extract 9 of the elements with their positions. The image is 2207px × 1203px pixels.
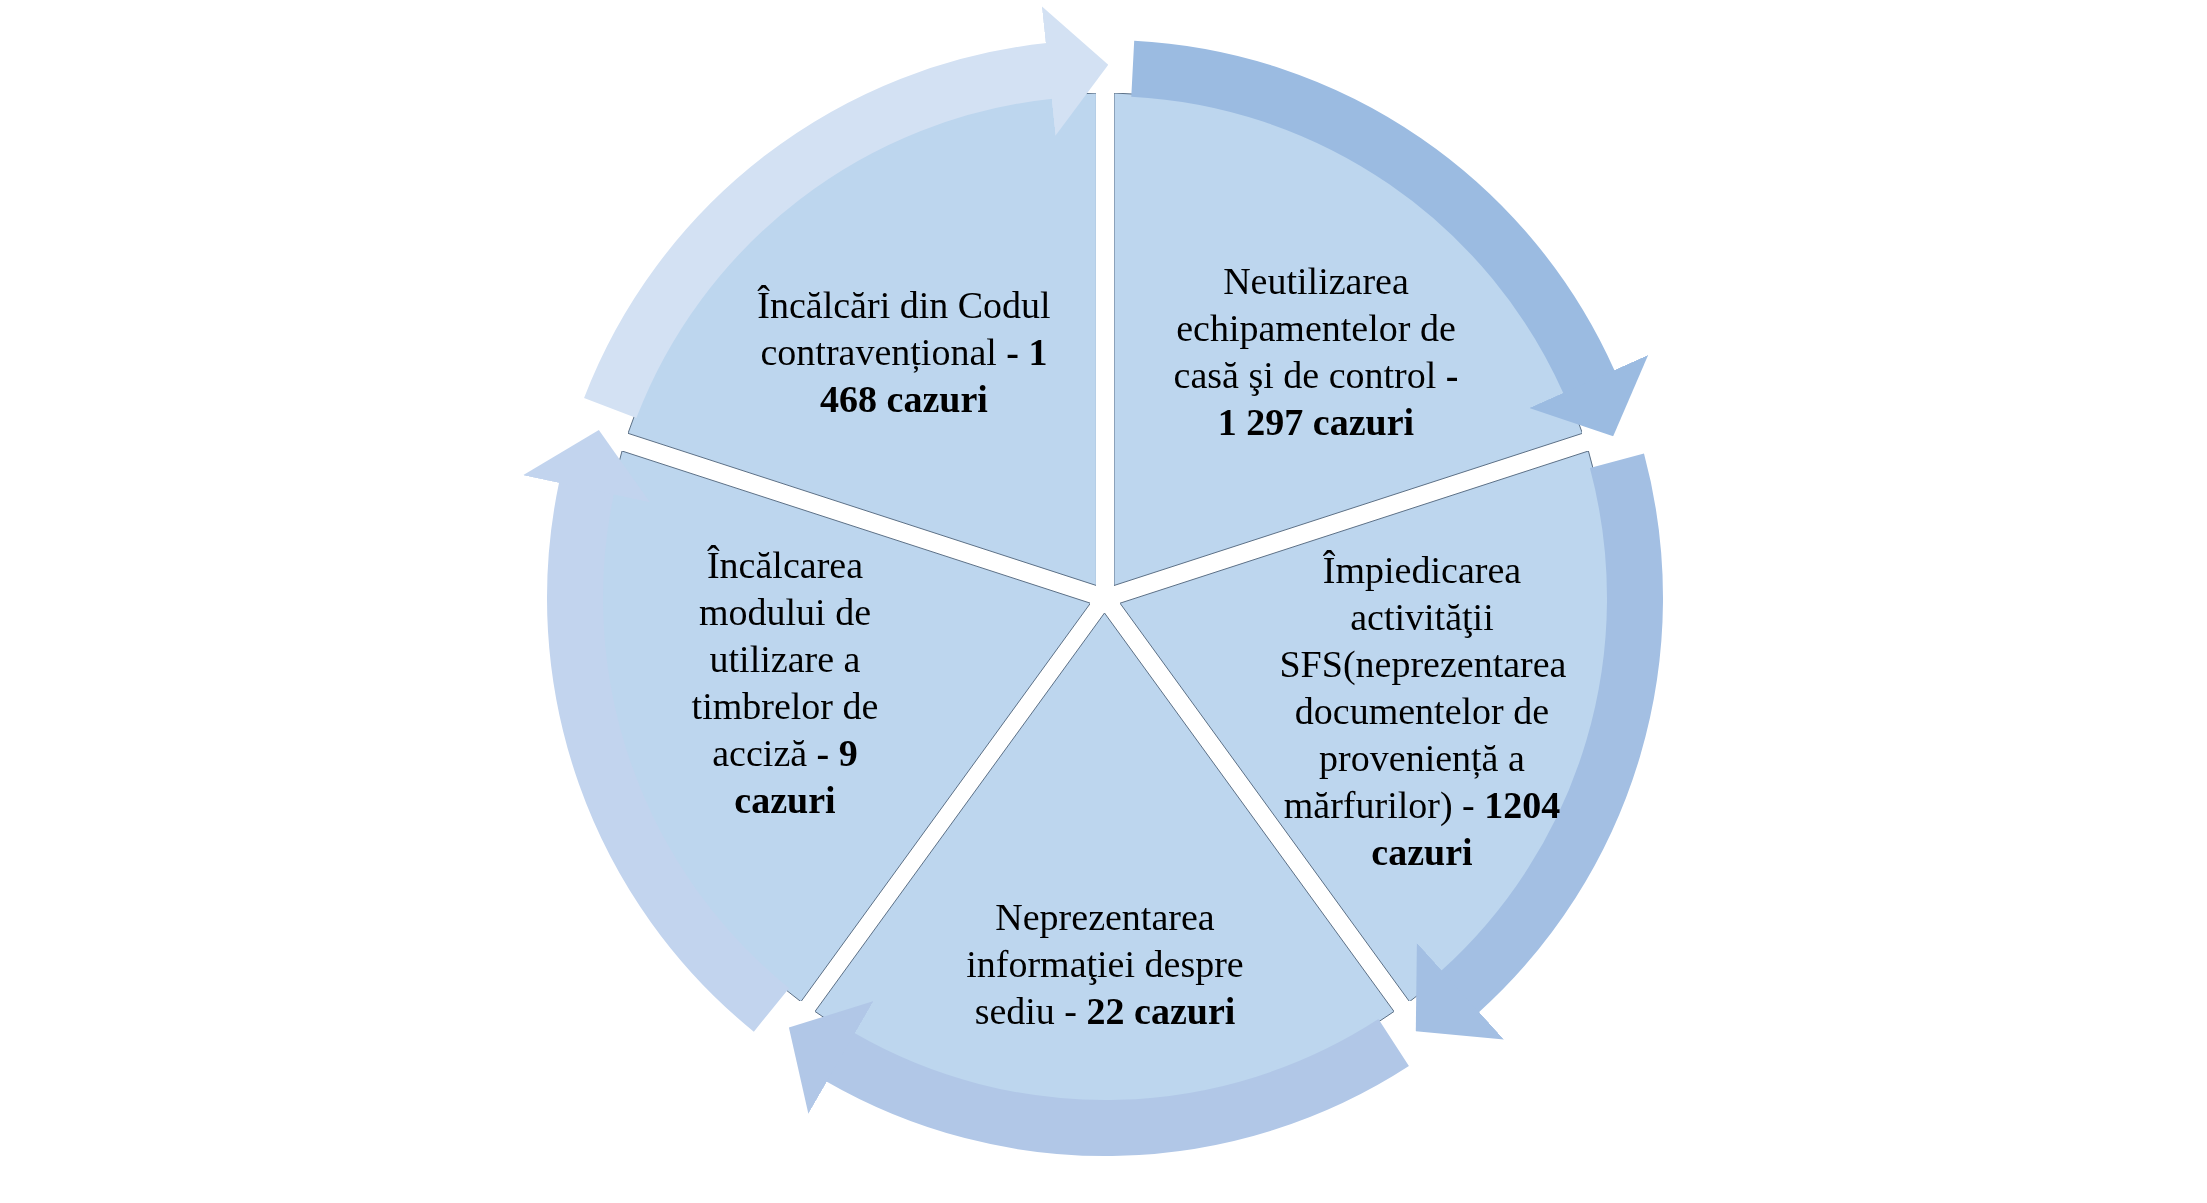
- segment-label: Neutilizarea echipamentelor de casă şi de control - 1 297 cazuri: [1172, 259, 1460, 445]
- curved-arrow: [1129, 40, 1647, 435]
- segment-label: Neprezentarea informaţiei despre sediu - 22 cazuri: [965, 894, 1245, 1034]
- curved-arrow: [584, 6, 1108, 420]
- curved-arrow: [522, 429, 791, 1031]
- segment-label: Încălcări din Codul contravențional - 1 468 cazuri: [756, 282, 1052, 422]
- segment-label: Împiedicarea activităţii SFS(neprezentarea documentelor de proveniență a mărfurilor) - 1204 cazuri: [1279, 547, 1565, 875]
- curved-arrow: [1414, 455, 1663, 1037]
- segment-label: Încălcarea modului de utilizare a timbrelor de acciză - 9 cazuri: [690, 543, 880, 823]
